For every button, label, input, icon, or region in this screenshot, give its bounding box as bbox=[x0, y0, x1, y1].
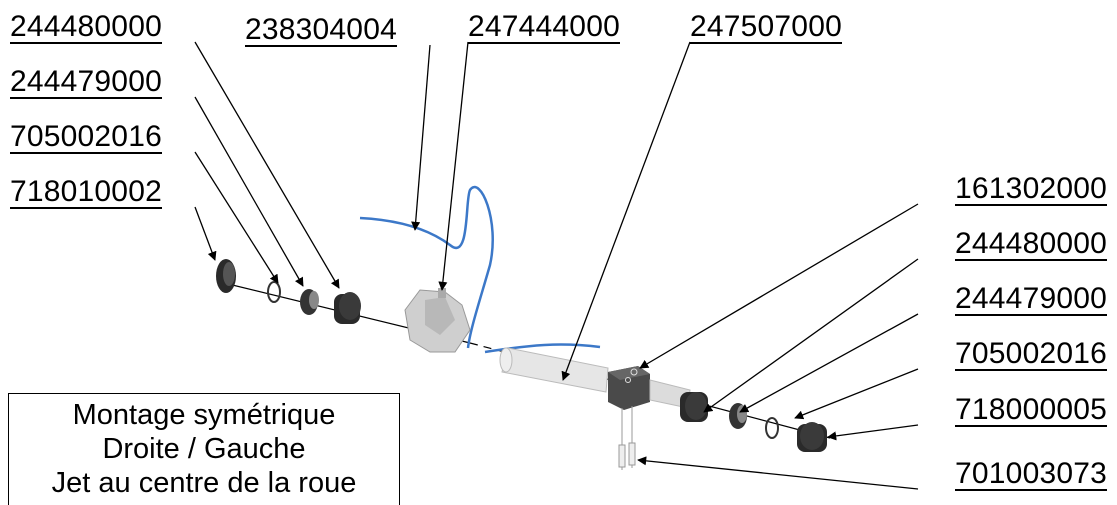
part-label-718010002: 718010002 bbox=[10, 175, 162, 209]
leader-718000005 bbox=[827, 424, 919, 441]
leader-701003073 bbox=[637, 456, 919, 490]
part-label-244479000-right: 244479000 bbox=[955, 282, 1107, 316]
o-ring-right-part bbox=[765, 417, 779, 439]
part-label-705002016-right: 705002016 bbox=[955, 337, 1107, 371]
blue-hose bbox=[359, 186, 601, 354]
part-label-718000005: 718000005 bbox=[955, 393, 1107, 427]
sleeve-244480000-right-part bbox=[680, 392, 708, 422]
part-label-161302000: 161302000 bbox=[955, 172, 1107, 206]
leader-247507000 bbox=[561, 41, 691, 381]
leader-705002016-left bbox=[194, 151, 279, 284]
leader-161302000 bbox=[639, 203, 919, 369]
assembly-note-box: Montage symétrique Droite / Gauche Jet a… bbox=[8, 393, 400, 505]
nozzle-701003073-part bbox=[618, 406, 636, 470]
leader-244479000-left bbox=[194, 96, 304, 287]
note-line-1: Montage symétrique bbox=[72, 399, 336, 431]
leader-244480000-right bbox=[703, 258, 919, 413]
cap-718010002-part bbox=[216, 259, 236, 293]
note-line-3: Jet au centre de la roue bbox=[51, 467, 357, 499]
part-label-705002016-left: 705002016 bbox=[10, 120, 162, 154]
o-ring-left-part bbox=[267, 281, 281, 303]
leader-244480000-left bbox=[194, 41, 340, 289]
sleeve-244480000-left-part bbox=[334, 292, 361, 324]
part-label-247444000: 247444000 bbox=[468, 10, 620, 44]
leader-244479000-right bbox=[739, 313, 919, 413]
leader-lines bbox=[194, 41, 919, 490]
part-label-244479000-left: 244479000 bbox=[10, 65, 162, 99]
leader-238304004 bbox=[411, 44, 431, 231]
nut-244479000-left-part bbox=[300, 289, 319, 315]
block-161302000-part bbox=[608, 366, 691, 410]
leader-705002016-right bbox=[794, 368, 919, 420]
leader-247444000 bbox=[438, 41, 469, 291]
part-label-701003073: 701003073 bbox=[955, 457, 1107, 491]
leader-718010002 bbox=[194, 206, 217, 261]
part-label-244480000-left: 244480000 bbox=[10, 10, 162, 44]
part-label-247507000: 247507000 bbox=[690, 10, 842, 44]
part-label-244480000-right: 244480000 bbox=[955, 227, 1107, 261]
cap-718000005-part bbox=[797, 422, 827, 452]
nut-244479000-right-part bbox=[729, 403, 747, 429]
note-line-2: Droite / Gauche bbox=[102, 433, 306, 465]
spray-body-247444000-part bbox=[404, 288, 471, 353]
part-label-238304004: 238304004 bbox=[245, 13, 397, 47]
tube-247507000-part bbox=[499, 347, 609, 393]
